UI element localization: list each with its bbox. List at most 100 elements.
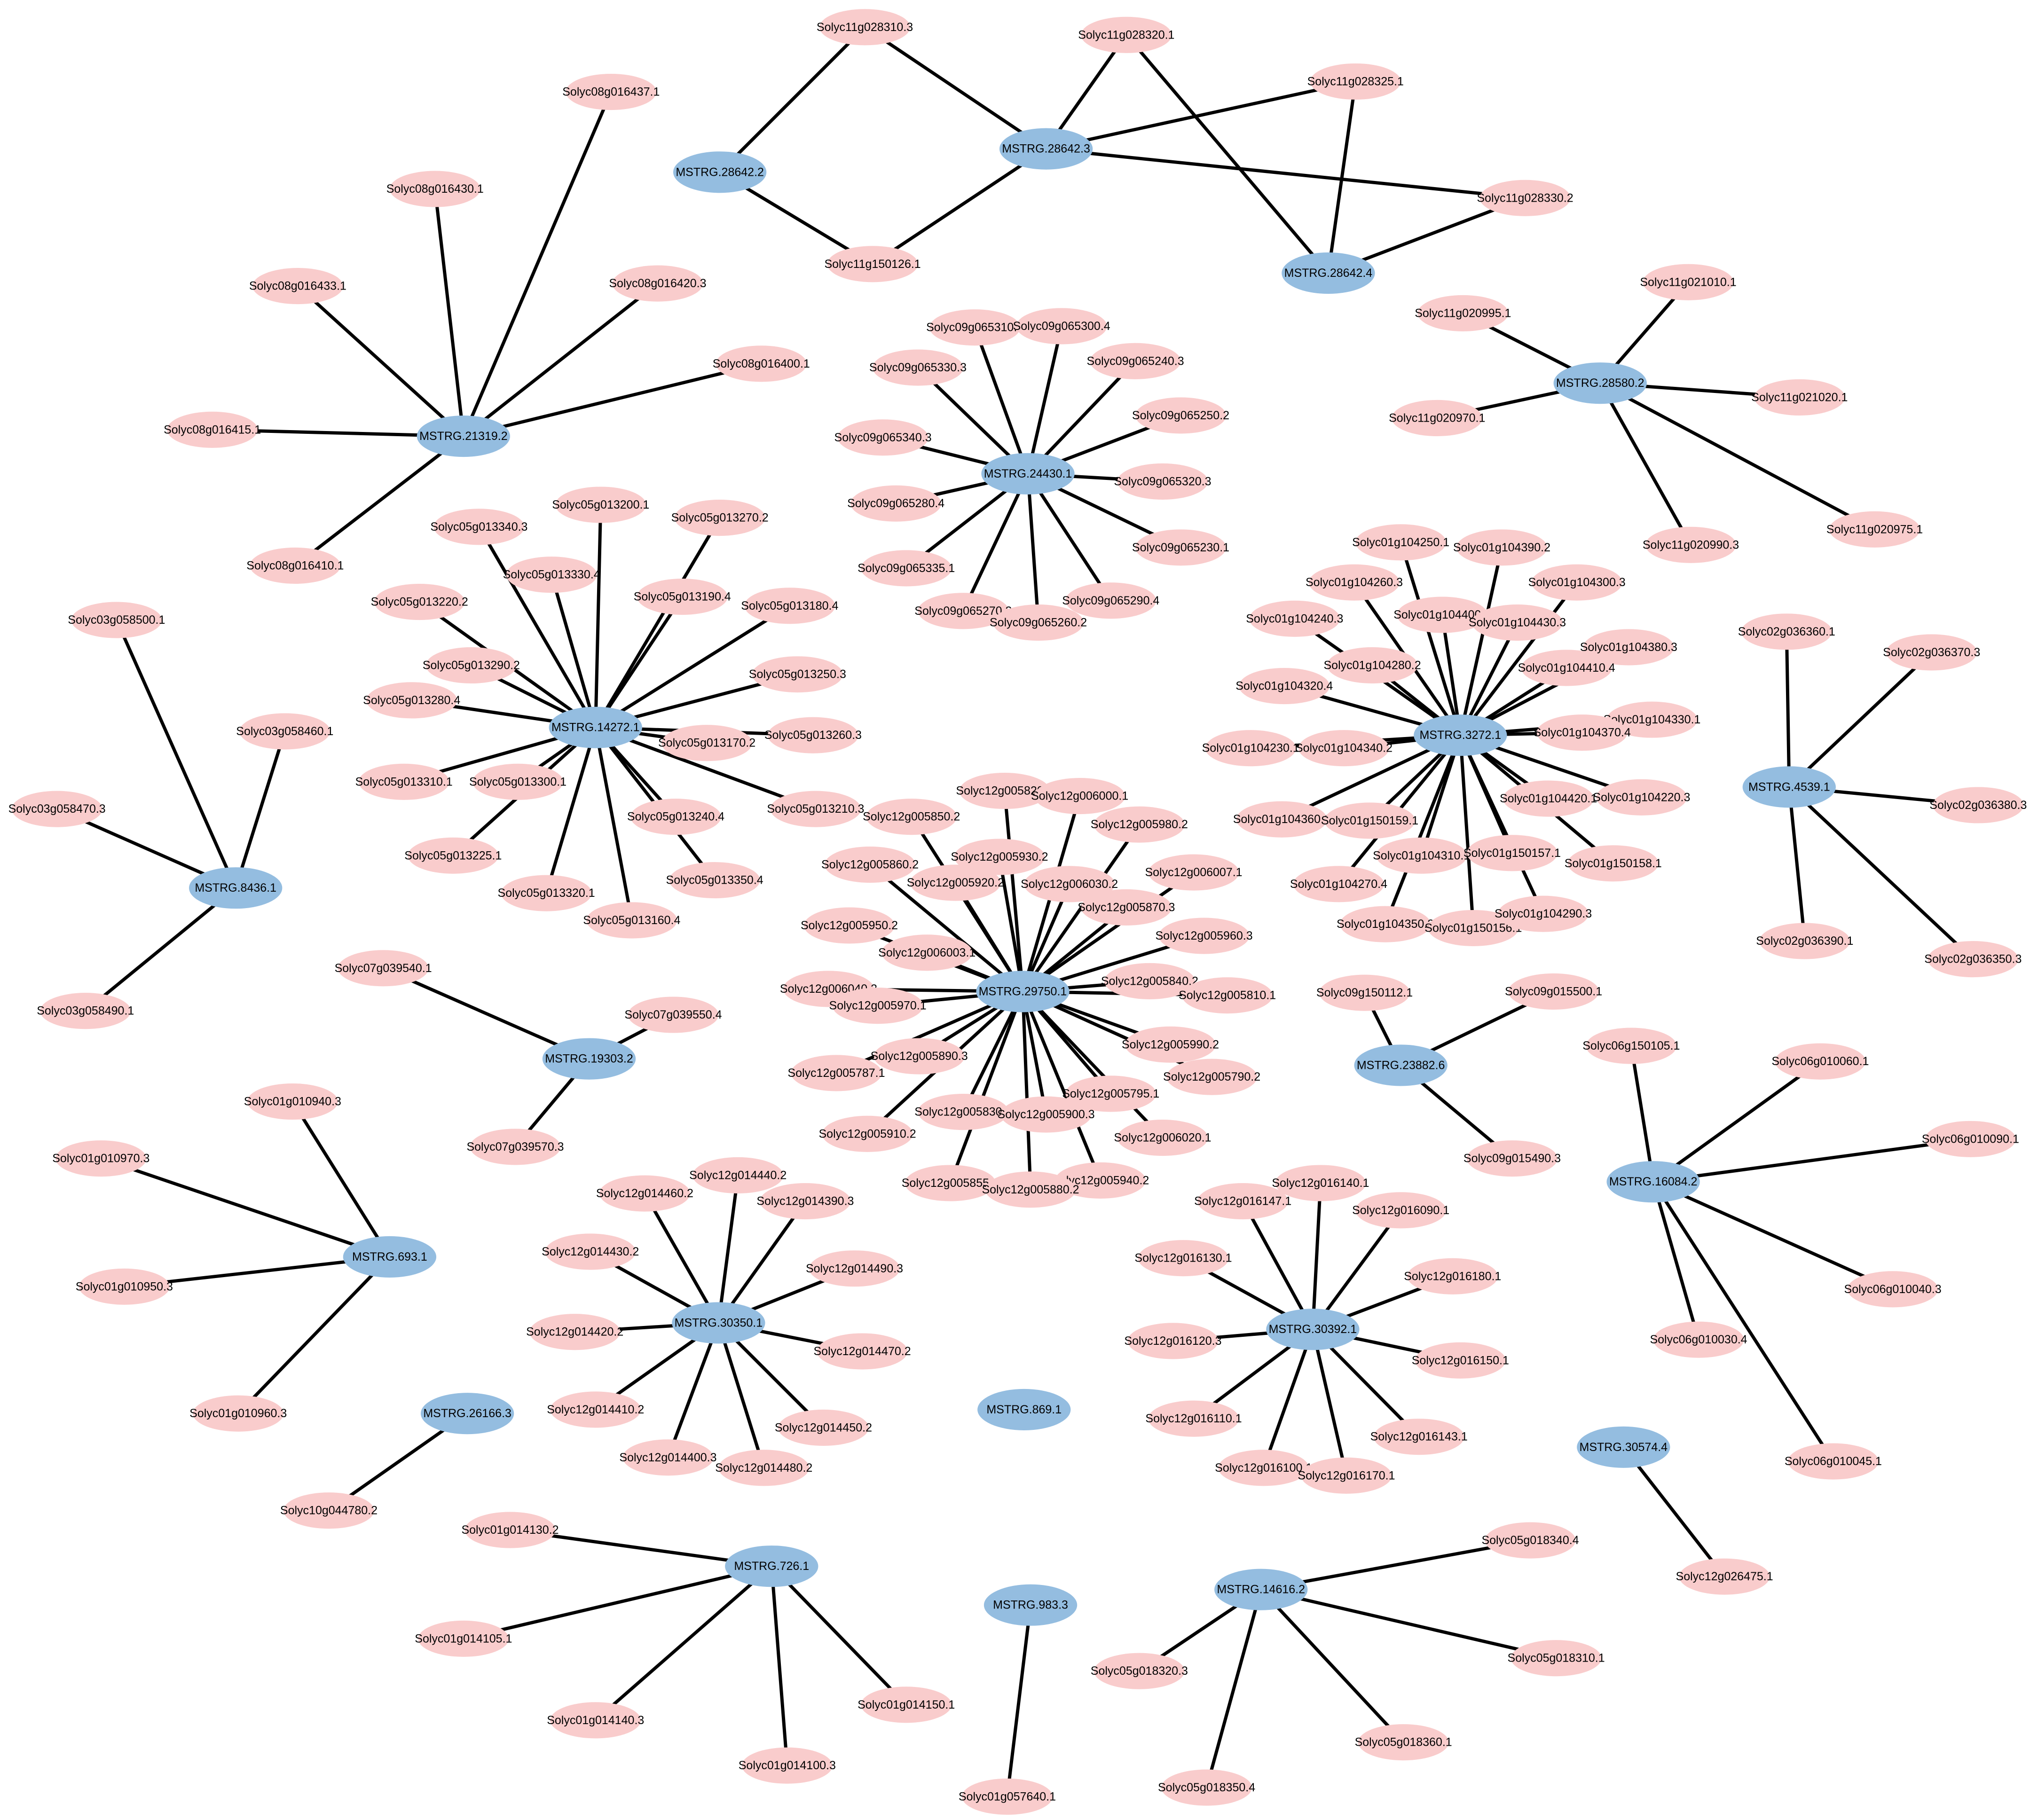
gene-node-solyc05g013290-2[interactable]: Solyc05g013290.2: [423, 647, 520, 684]
gene-node-solyc11g021020-1[interactable]: Solyc11g021020.1: [1751, 379, 1848, 416]
gene-node-solyc09g065260-2[interactable]: Solyc09g065260.2: [990, 604, 1087, 641]
gene-node-solyc12g014450-2[interactable]: Solyc12g014450.2: [775, 1409, 872, 1446]
gene-node-solyc06g010030-4[interactable]: Solyc06g010030.4: [1650, 1321, 1747, 1358]
gene-node-solyc01g104420-1[interactable]: Solyc01g104420.1: [1500, 780, 1597, 817]
gene-node-solyc11g028320-1[interactable]: Solyc11g028320.1: [1078, 16, 1174, 53]
gene-node-solyc06g150105-1[interactable]: Solyc06g150105.1: [1582, 1028, 1680, 1064]
hub-node-mstrg-726-1[interactable]: MSTRG.726.1: [725, 1545, 818, 1587]
gene-node-solyc05g013200-1[interactable]: Solyc05g013200.1: [552, 486, 649, 523]
gene-node-solyc12g005990-2[interactable]: Solyc12g005990.2: [1122, 1026, 1219, 1063]
gene-node-solyc03g058490-1[interactable]: Solyc03g058490.1: [37, 993, 134, 1029]
gene-node-solyc12g016140-1[interactable]: Solyc12g016140.1: [1272, 1165, 1369, 1201]
gene-node-solyc03g058500-1[interactable]: Solyc03g058500.1: [68, 602, 165, 638]
gene-node-solyc12g005900-3[interactable]: Solyc12g005900.3: [998, 1096, 1095, 1133]
gene-node-solyc02g036380-3[interactable]: Solyc02g036380.3: [1929, 787, 2027, 824]
hub-node-mstrg-28642-3[interactable]: MSTRG.28642.3: [999, 128, 1093, 170]
hub-node-mstrg-30574-4[interactable]: MSTRG.30574.4: [1577, 1426, 1670, 1468]
gene-node-solyc05g018310-1[interactable]: Solyc05g018310.1: [1508, 1640, 1605, 1677]
gene-node-solyc12g014430-2[interactable]: Solyc12g014430.2: [542, 1233, 639, 1270]
gene-node-solyc12g014490-3[interactable]: Solyc12g014490.3: [806, 1250, 903, 1287]
hub-node-mstrg-24430-1[interactable]: MSTRG.24430.1: [981, 453, 1075, 494]
gene-node-solyc01g104290-3[interactable]: Solyc01g104290.3: [1495, 895, 1592, 932]
gene-node-solyc12g016130-1[interactable]: Solyc12g016130.1: [1134, 1240, 1232, 1277]
gene-node-solyc05g013350-4[interactable]: Solyc05g013350.4: [666, 862, 763, 899]
gene-node-solyc12g016120-3[interactable]: Solyc12g016120.3: [1124, 1323, 1222, 1359]
gene-node-solyc12g006030-2[interactable]: Solyc12g006030.2: [1021, 866, 1118, 902]
gene-node-solyc01g150158-1[interactable]: Solyc01g150158.1: [1565, 845, 1662, 882]
gene-node-solyc01g104360-1[interactable]: Solyc01g104360.1: [1233, 801, 1330, 838]
gene-node-solyc05g018350-4[interactable]: Solyc05g018350.4: [1158, 1769, 1255, 1806]
gene-node-solyc12g005795-1[interactable]: Solyc12g005795.1: [1062, 1075, 1159, 1112]
gene-node-solyc12g026475-1[interactable]: Solyc12g026475.1: [1676, 1558, 1773, 1595]
gene-node-solyc11g028325-1[interactable]: Solyc11g028325.1: [1307, 63, 1404, 100]
hub-node-mstrg-14272-1[interactable]: MSTRG.14272.1: [549, 706, 642, 748]
gene-node-solyc01g104330-1[interactable]: Solyc01g104330.1: [1603, 701, 1700, 738]
gene-node-solyc08g016437-1[interactable]: Solyc08g016437.1: [562, 73, 660, 110]
gene-node-solyc12g014420-2[interactable]: Solyc12g014420.2: [526, 1314, 623, 1350]
gene-node-solyc01g014105-1[interactable]: Solyc01g014105.1: [415, 1620, 512, 1657]
gene-node-solyc11g020975-1[interactable]: Solyc11g020975.1: [1826, 511, 1923, 548]
gene-node-solyc01g104390-2[interactable]: Solyc01g104390.2: [1453, 529, 1550, 566]
hub-node-mstrg-3272-1[interactable]: MSTRG.3272.1: [1414, 714, 1507, 756]
gene-node-solyc05g013260-3[interactable]: Solyc05g013260.3: [764, 717, 862, 753]
gene-node-solyc05g013170-2[interactable]: Solyc05g013170.2: [658, 725, 755, 761]
gene-node-solyc09g065250-2[interactable]: Solyc09g065250.2: [1132, 397, 1229, 434]
hub-node-mstrg-8436-1[interactable]: MSTRG.8436.1: [189, 867, 283, 909]
gene-node-solyc12g016110-1[interactable]: Solyc12g016110.1: [1145, 1400, 1242, 1437]
hub-node-mstrg-28580-2[interactable]: MSTRG.28580.2: [1553, 362, 1647, 404]
gene-node-solyc12g005860-2[interactable]: Solyc12g005860.2: [821, 847, 919, 883]
gene-node-solyc01g150159-1[interactable]: Solyc01g150159.1: [1321, 802, 1418, 839]
hub-node-mstrg-693-1[interactable]: MSTRG.693.1: [343, 1236, 437, 1278]
hub-node-mstrg-30350-1[interactable]: MSTRG.30350.1: [672, 1302, 765, 1344]
gene-node-solyc01g010940-3[interactable]: Solyc01g010940.3: [244, 1083, 341, 1120]
gene-node-solyc01g104280-2[interactable]: Solyc01g104280.2: [1323, 647, 1421, 684]
gene-node-solyc01g150157-1[interactable]: Solyc01g150157.1: [1463, 835, 1561, 871]
gene-node-solyc05g013210-3[interactable]: Solyc05g013210.3: [767, 791, 864, 827]
gene-node-solyc02g036360-1[interactable]: Solyc02g036360.1: [1738, 613, 1835, 650]
gene-node-solyc06g010045-1[interactable]: Solyc06g010045.1: [1785, 1443, 1882, 1480]
gene-node-solyc12g005787-1[interactable]: Solyc12g005787.1: [787, 1055, 885, 1091]
gene-node-solyc02g036370-3[interactable]: Solyc02g036370.3: [1883, 634, 1980, 671]
gene-node-solyc01g104230-1[interactable]: Solyc01g104230.1: [1202, 730, 1299, 767]
hub-node-mstrg-23882-6[interactable]: MSTRG.23882.6: [1354, 1044, 1448, 1086]
gene-node-solyc01g104250-1[interactable]: Solyc01g104250.1: [1352, 524, 1449, 561]
gene-node-solyc12g006000-1[interactable]: Solyc12g006000.1: [1031, 778, 1128, 815]
hub-node-mstrg-28642-4[interactable]: MSTRG.28642.4: [1282, 252, 1375, 294]
gene-node-solyc09g065300-4[interactable]: Solyc09g065300.4: [1013, 308, 1110, 345]
gene-node-solyc02g036350-3[interactable]: Solyc02g036350.3: [1924, 941, 2022, 978]
gene-node-solyc03g058460-1[interactable]: Solyc03g058460.1: [236, 713, 333, 750]
gene-node-solyc01g104430-3[interactable]: Solyc01g104430.3: [1469, 604, 1566, 641]
hub-node-mstrg-14616-2[interactable]: MSTRG.14616.2: [1214, 1569, 1308, 1610]
gene-node-solyc08g016430-1[interactable]: Solyc08g016430.1: [386, 171, 484, 207]
gene-node-solyc12g005810-1[interactable]: Solyc12g005810.1: [1179, 977, 1276, 1014]
gene-node-solyc12g005830-2[interactable]: Solyc12g005830.2: [914, 1093, 1012, 1130]
gene-node-solyc12g005920-2[interactable]: Solyc12g005920.2: [907, 864, 1004, 901]
gene-node-solyc09g065320-3[interactable]: Solyc09g065320.3: [1114, 463, 1211, 500]
gene-node-solyc12g005855-1[interactable]: Solyc12g005855.1: [902, 1165, 999, 1201]
gene-node-solyc12g005970-1[interactable]: Solyc12g005970.1: [829, 988, 927, 1024]
gene-node-solyc10g044780-2[interactable]: Solyc10g044780.2: [280, 1492, 378, 1529]
gene-node-solyc12g014390-3[interactable]: Solyc12g014390.3: [756, 1183, 854, 1220]
gene-node-solyc11g020990-3[interactable]: Solyc11g020990.3: [1643, 526, 1739, 563]
gene-node-solyc09g065270-3[interactable]: Solyc09g065270.3: [914, 593, 1012, 629]
gene-node-solyc05g013300-1[interactable]: Solyc05g013300.1: [469, 763, 567, 800]
gene-node-solyc12g014480-2[interactable]: Solyc12g014480.2: [715, 1450, 812, 1486]
gene-node-solyc09g065340-3[interactable]: Solyc09g065340.3: [834, 419, 932, 456]
gene-node-solyc01g104340-2[interactable]: Solyc01g104340.2: [1295, 730, 1393, 767]
gene-node-solyc05g013310-1[interactable]: Solyc05g013310.1: [355, 763, 453, 800]
gene-node-solyc08g016400-1[interactable]: Solyc08g016400.1: [713, 345, 810, 382]
gene-node-solyc01g104220-3[interactable]: Solyc01g104220.3: [1593, 779, 1690, 816]
gene-node-solyc08g016433-1[interactable]: Solyc08g016433.1: [249, 268, 346, 305]
gene-node-solyc12g006020-1[interactable]: Solyc12g006020.1: [1114, 1120, 1211, 1156]
gene-node-solyc09g065240-3[interactable]: Solyc09g065240.3: [1087, 343, 1184, 379]
gene-node-solyc12g005850-2[interactable]: Solyc12g005850.2: [863, 799, 960, 835]
hub-node-mstrg-26166-3[interactable]: MSTRG.26166.3: [420, 1393, 514, 1435]
gene-node-solyc03g058470-3[interactable]: Solyc03g058470.3: [8, 791, 106, 827]
gene-node-solyc12g005890-3[interactable]: Solyc12g005890.3: [871, 1038, 968, 1075]
gene-node-solyc01g104400-1[interactable]: Solyc01g104400.1: [1393, 596, 1491, 633]
gene-node-solyc08g016415-1[interactable]: Solyc08g016415.1: [164, 411, 261, 448]
gene-node-solyc05g013180-4[interactable]: Solyc05g013180.4: [741, 588, 838, 624]
gene-node-solyc01g014130-2[interactable]: Solyc01g014130.2: [461, 1512, 559, 1548]
gene-node-solyc01g104350-3[interactable]: Solyc01g104350.3: [1337, 906, 1434, 942]
gene-node-solyc01g104320-4[interactable]: Solyc01g104320.4: [1235, 667, 1333, 705]
